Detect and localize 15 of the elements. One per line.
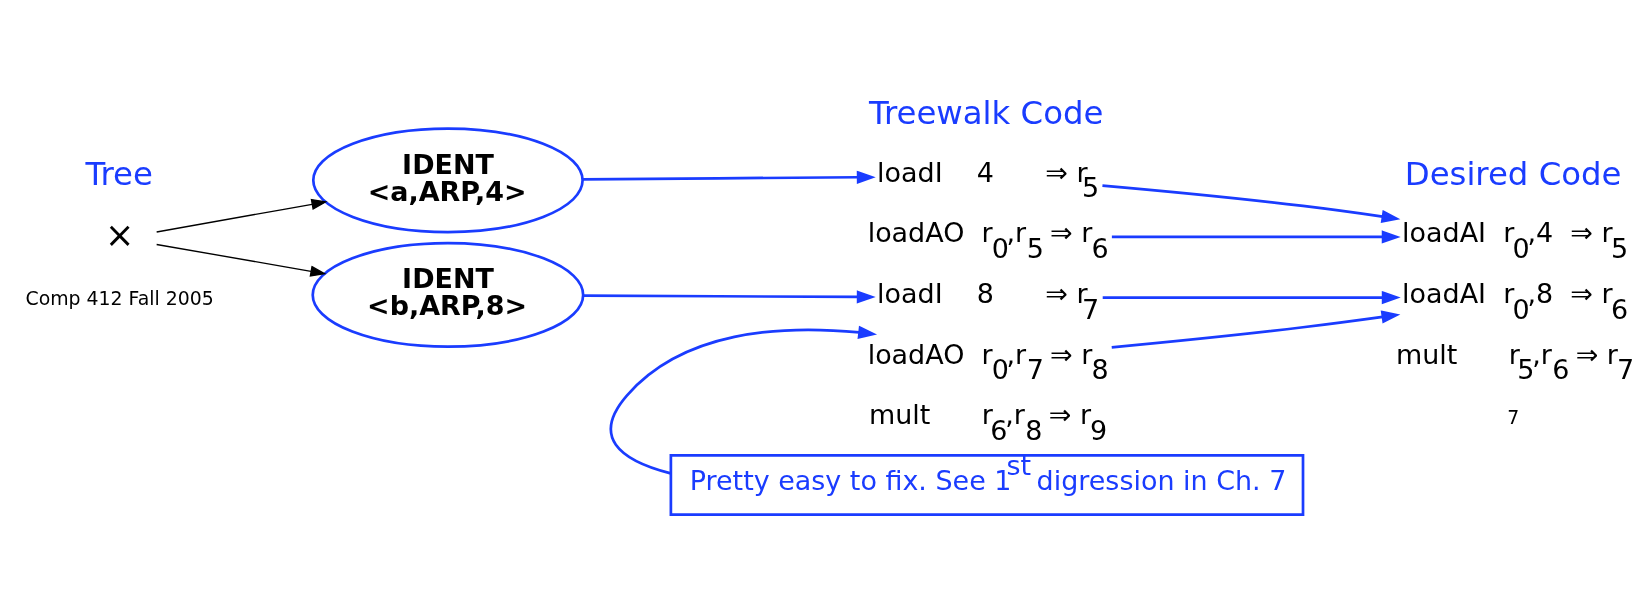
arrow: [1102, 290, 1401, 304]
label: Tree: [85, 154, 153, 193]
label: Treewalk Code: [869, 93, 1104, 132]
arrow: [1111, 309, 1401, 349]
node-text: ×: [105, 213, 135, 255]
arrow: [155, 198, 328, 233]
arrow: [609, 325, 878, 475]
arrow: [583, 289, 876, 304]
label: 7: [1507, 405, 1520, 428]
arrow: [1102, 183, 1401, 223]
label: Desired Code: [1404, 154, 1622, 193]
arrow: [1111, 229, 1401, 244]
label: Comp 412 Fall 2005: [25, 286, 214, 309]
arrow: [582, 170, 876, 184]
arrow: [155, 243, 327, 277]
